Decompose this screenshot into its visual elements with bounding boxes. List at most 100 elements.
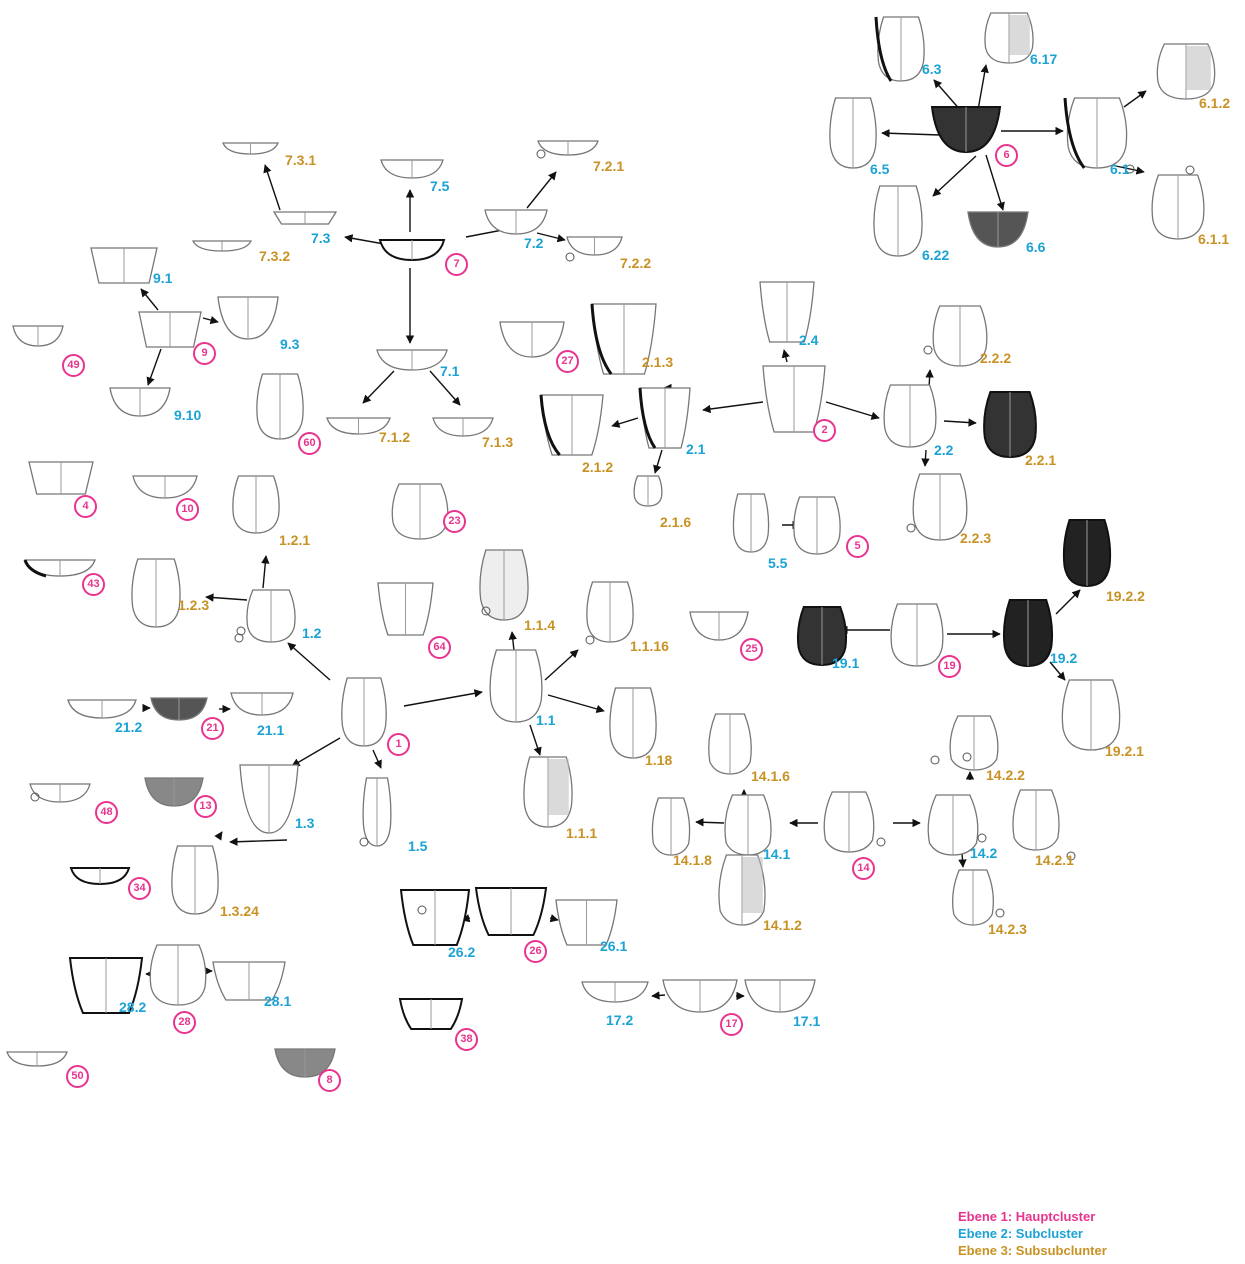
jar-profile-drawing [172,846,218,914]
subcluster-1-2: 1.2 [302,625,321,641]
subcluster-7-5: 7.5 [430,178,449,194]
main-cluster-6: 6 [995,144,1018,167]
subcluster-17-2: 17.2 [606,1012,633,1028]
subcluster-9-10: 9.10 [174,407,201,423]
jar-profile-drawing [933,306,987,366]
rim-circle [586,636,594,644]
jar-profile-drawing [830,98,876,168]
main-cluster-34: 34 [128,877,151,900]
main-cluster-8: 8 [318,1069,341,1092]
bowl-profile-drawing [690,612,748,640]
subsubcluster-7-1-3: 7.1.3 [482,434,513,450]
bowl-profile-drawing [71,868,129,884]
jar-profile-drawing [1064,520,1110,586]
subcluster-26-2: 26.2 [448,944,475,960]
jar-profile-drawing [913,474,967,540]
subcluster-5-5: 5.5 [768,555,787,571]
subsubcluster-7-1-2: 7.1.2 [379,429,410,445]
bowl-profile-drawing [25,560,95,576]
main-cluster-14: 14 [852,857,875,880]
subcluster-9-1: 9.1 [153,270,172,286]
main-cluster-60: 60 [298,432,321,455]
rim-circle [907,524,915,532]
main-cluster-49: 49 [62,354,85,377]
rim-circle [1186,166,1194,174]
main-cluster-48: 48 [95,801,118,824]
jar-profile-drawing [884,385,936,447]
jug-profile-drawing [950,716,998,770]
jar-profile-drawing [524,757,572,827]
legend-level3: Ebene 3: Subsubclunter [958,1242,1107,1259]
main-cluster-2: 2 [813,419,836,442]
subcluster-6-3: 6.3 [922,61,941,77]
bowl-profile-drawing [30,784,90,802]
cup-profile-drawing [91,248,157,283]
subsubcluster-2-2-2: 2.2.2 [980,350,1011,366]
subsubcluster-2-1-3: 2.1.3 [642,354,673,370]
jar-profile-drawing [733,494,768,552]
bowl-profile-drawing [7,1052,67,1066]
rim-circle [877,838,885,846]
subsubcluster-14-1-2: 14.1.2 [763,917,802,933]
bowl-profile-drawing [968,212,1028,247]
main-cluster-19: 19 [938,655,961,678]
jar-profile-drawing [1152,175,1204,239]
subcluster-26-1: 26.1 [600,938,627,954]
bowl-profile-drawing [231,693,293,715]
jar-profile-drawing [1004,600,1052,666]
subsubcluster-1-1-4: 1.1.4 [524,617,555,633]
main-cluster-23: 23 [443,510,466,533]
subcluster-14-2: 14.2 [970,845,997,861]
subcluster-6-22: 6.22 [922,247,949,263]
subcluster-21-2: 21.2 [115,719,142,735]
bowl-profile-drawing [13,326,63,346]
bowl-profile-drawing [68,700,136,718]
subcluster-7-3: 7.3 [311,230,330,246]
jar-profile-drawing [610,688,656,758]
main-cluster-9: 9 [193,342,216,365]
rim-circle [924,346,932,354]
main-cluster-17: 17 [720,1013,743,1036]
subcluster-7-1: 7.1 [440,363,459,379]
main-cluster-43: 43 [82,573,105,596]
bowl-profile-drawing [567,237,622,255]
bowl-profile-drawing [151,698,207,720]
jar-profile-drawing [891,604,943,666]
subsubcluster-1-18: 1.18 [645,752,672,768]
jar-profile-drawing [984,392,1036,457]
subcluster-9-3: 9.3 [280,336,299,352]
jar-profile-drawing [794,497,840,554]
subsubcluster-2-1-6: 2.1.6 [660,514,691,530]
subcluster-6-1: 6.1 [1110,161,1129,177]
subcluster-28-1: 28.1 [264,993,291,1009]
subcluster-6-17: 6.17 [1030,51,1057,67]
jar-profile-drawing [392,484,448,539]
bowl-profile-drawing [932,107,1000,152]
subsubcluster-7-2-2: 7.2.2 [620,255,651,271]
subsubcluster-2-2-3: 2.2.3 [960,530,991,546]
main-cluster-7: 7 [445,253,468,276]
subsubcluster-1-1-1: 1.1.1 [566,825,597,841]
jar-profile-drawing [257,374,303,439]
bowl-profile-drawing [538,141,598,155]
subcluster-14-1: 14.1 [763,846,790,862]
subcluster-6-6: 6.6 [1026,239,1045,255]
beaker-profile-drawing [541,395,603,455]
jar-profile-drawing [363,778,391,846]
bowl-profile-drawing [240,765,298,833]
jug-profile-drawing [953,870,994,925]
jug-profile-drawing [652,798,689,855]
subsubcluster-14-1-6: 14.1.6 [751,768,790,784]
beaker-profile-drawing [401,890,469,945]
subcluster-1-1: 1.1 [536,712,555,728]
bowl-profile-drawing [380,240,444,260]
bowl-profile-drawing [381,160,443,178]
beaker-profile-drawing [476,888,546,935]
subsubcluster-7-2-1: 7.2.1 [593,158,624,174]
subsubcluster-19-2-1: 19.2.1 [1105,743,1144,759]
rim-circle [931,756,939,764]
bowl-profile-drawing [218,297,278,339]
jar-profile-drawing [1065,98,1127,168]
rim-circle [978,834,986,842]
main-cluster-38: 38 [455,1028,478,1051]
